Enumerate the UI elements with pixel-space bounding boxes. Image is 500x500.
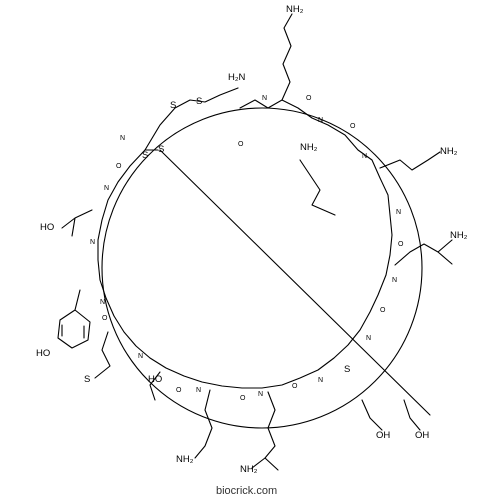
lysine-sidechain-top — [281, 13, 293, 101]
methionine-sidechain — [94, 331, 111, 379]
backbone-n: N — [262, 95, 267, 102]
label-oh-ser1: OH — [376, 430, 390, 441]
backbone-n: N — [318, 117, 323, 124]
backbone-n: N — [100, 299, 105, 306]
backbone-n: N — [318, 377, 323, 384]
label-s4: S — [158, 144, 164, 155]
label-nh2-lys-right: NH₂ — [440, 146, 458, 157]
label-s-met: S — [84, 374, 90, 385]
backbone-n: N — [366, 335, 371, 342]
backbone-o: O — [176, 387, 182, 394]
backbone-n: N — [392, 277, 397, 284]
backbone-o: O — [350, 123, 356, 130]
arginine-sidechain-bottom — [251, 391, 279, 471]
peptide-backbone — [97, 99, 393, 389]
lysine-sidechain-bottom — [194, 389, 213, 459]
label-s5: S — [344, 364, 350, 375]
lysine-sidechain-right — [379, 151, 441, 171]
backbone-o: O — [102, 315, 108, 322]
label-nh2-arg-inner: NH₂ — [300, 142, 318, 153]
backbone-o: O — [116, 163, 122, 170]
threonine-sidechain — [149, 371, 161, 401]
label-s2: S — [196, 96, 202, 107]
backbone-n: N — [120, 135, 125, 142]
backbone-o: O — [380, 307, 386, 314]
aspartate-sidechain — [61, 209, 93, 237]
backbone-n: N — [196, 387, 201, 394]
backbone-n: N — [90, 239, 95, 246]
label-ho-tyr: HO — [36, 348, 50, 359]
label-ho-asp: HO — [40, 222, 54, 233]
arginine-inner-chain — [299, 159, 336, 216]
label-ho-thr: HO — [148, 374, 162, 385]
label-s1: S — [170, 100, 176, 111]
backbone-o: O — [292, 383, 298, 390]
disulfide-bridge-line — [159, 149, 431, 416]
arginine-sidechain-right — [394, 239, 453, 266]
disulfide-loop — [144, 87, 239, 151]
backbone-n: N — [258, 391, 263, 398]
label-nh2-arg-right: NH₂ — [450, 230, 468, 241]
serine-sidechains — [361, 399, 421, 431]
macrocycle-ring — [101, 107, 423, 429]
backbone-n: N — [362, 153, 367, 160]
backbone-n: N — [104, 185, 109, 192]
label-nh2-arg-bottom: NH₂ — [240, 464, 258, 475]
backbone-o: O — [240, 395, 246, 402]
label-nh2-lys-bottom: NH₂ — [176, 454, 194, 465]
backbone-n: N — [138, 353, 143, 360]
label-s3: S — [142, 150, 148, 161]
watermark: biocrick.com — [216, 485, 277, 497]
tyrosine-ring — [57, 289, 91, 349]
backbone-o: O — [398, 241, 404, 248]
backbone-o: O — [238, 141, 244, 148]
label-nh2-lys-top: NH₂ — [286, 4, 304, 15]
backbone-n: N — [396, 209, 401, 216]
label-h2n-top: H₂N — [228, 72, 246, 83]
label-oh-ser2: OH — [415, 430, 429, 441]
backbone-o: O — [306, 95, 312, 102]
